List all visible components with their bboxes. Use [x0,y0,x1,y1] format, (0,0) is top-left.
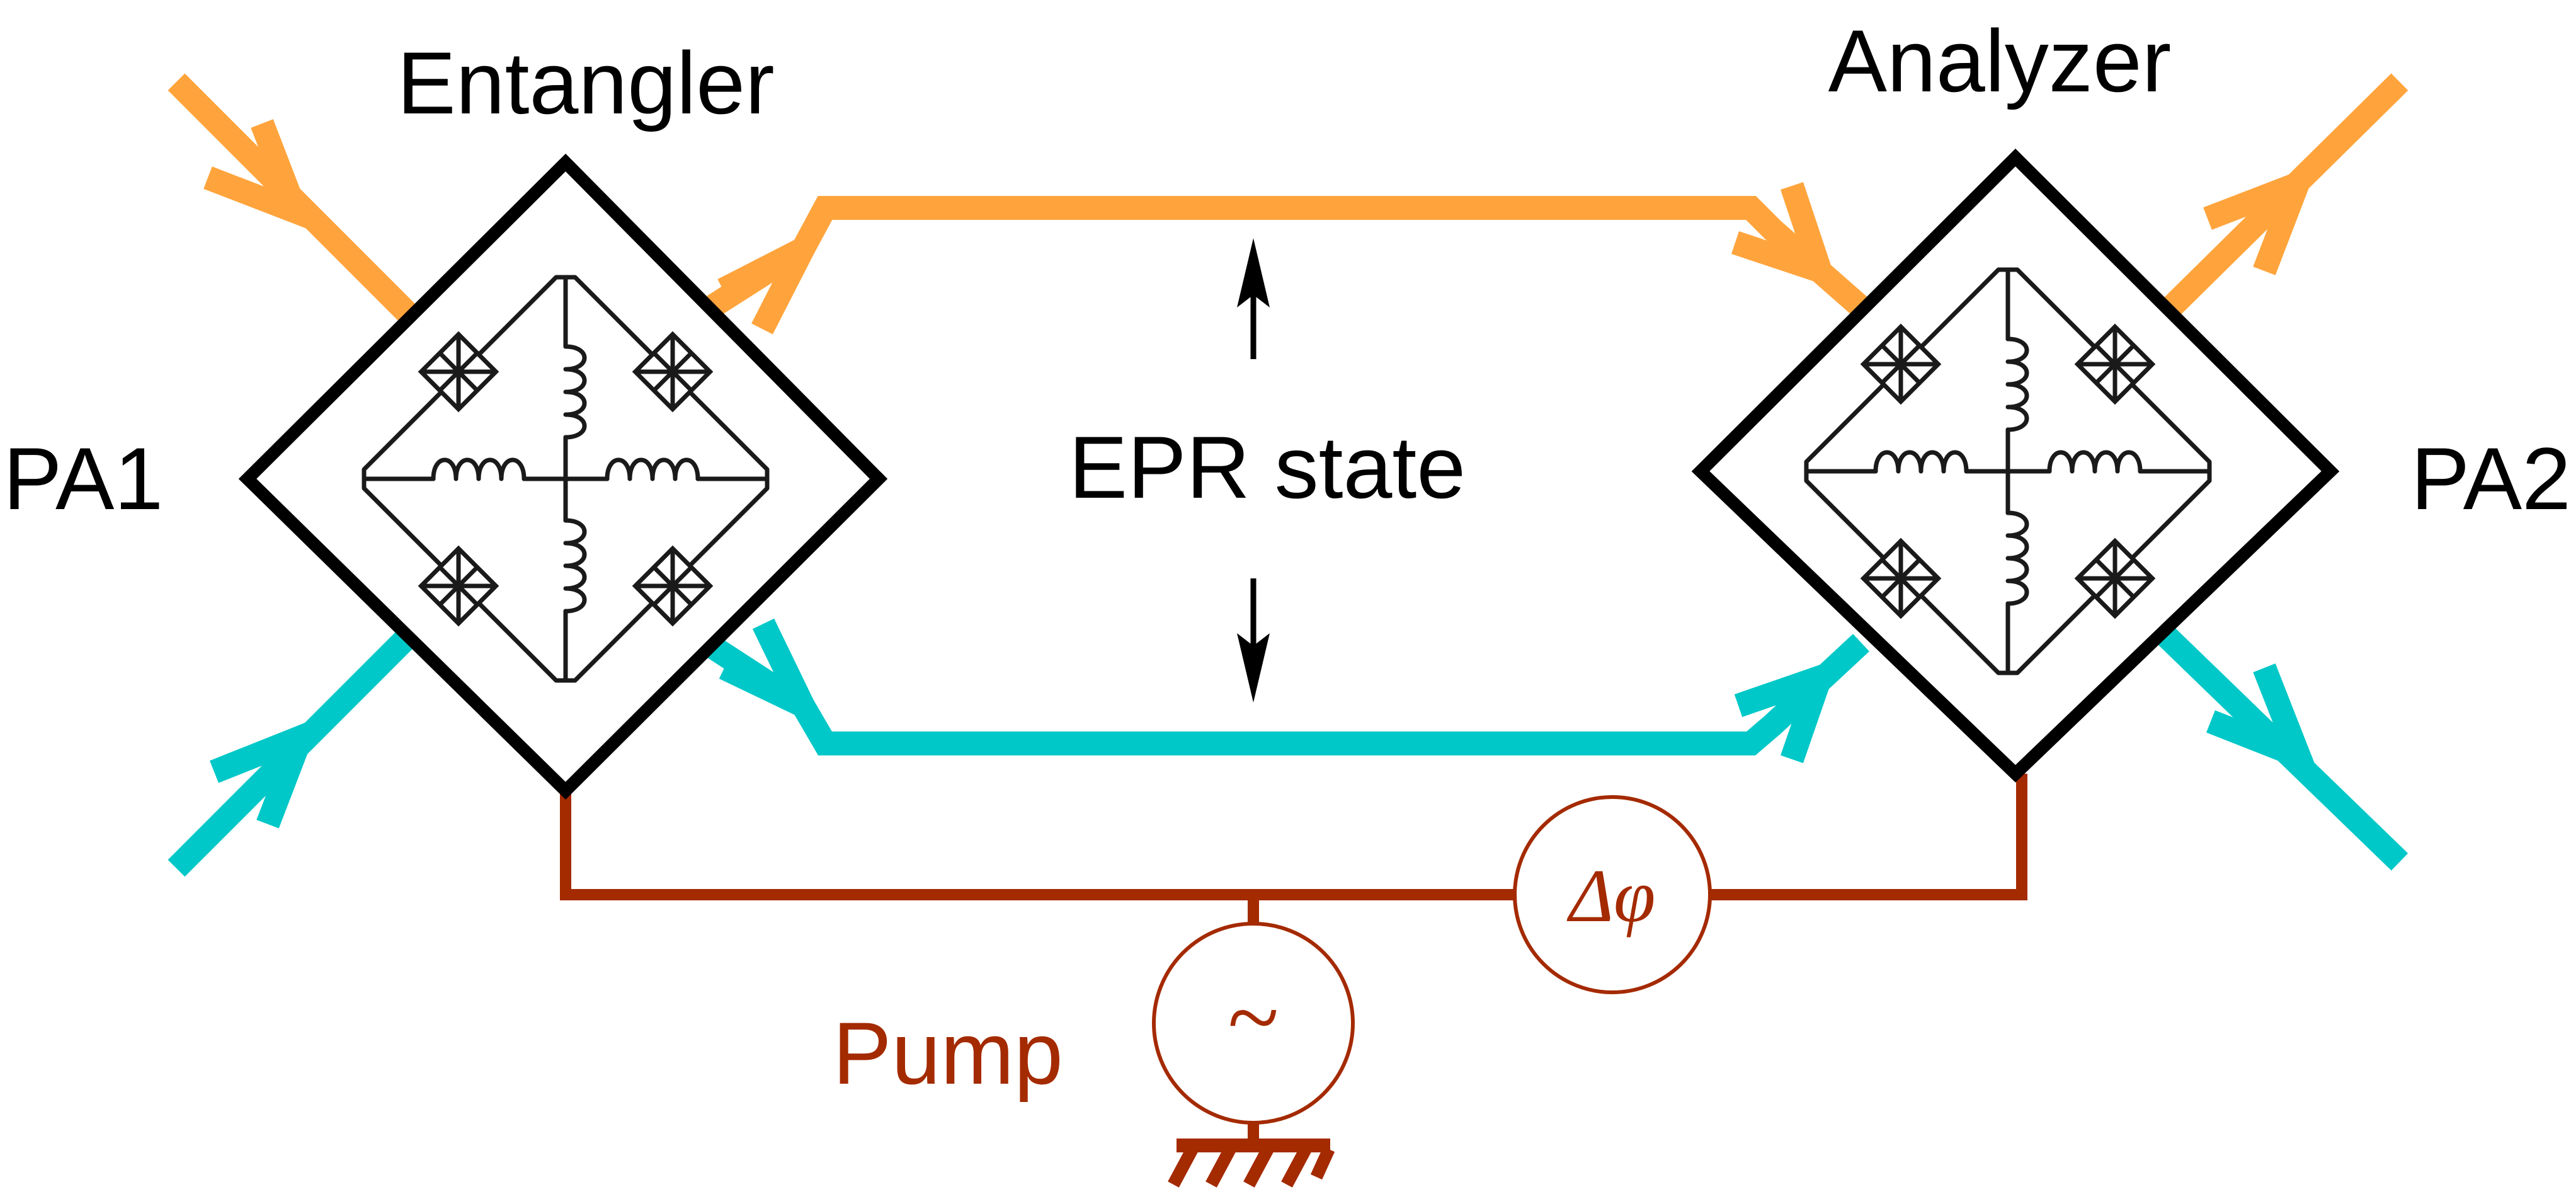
epr-state-label: EPR state [1069,418,1466,517]
epr-down-arrowhead [1237,633,1270,703]
idler-beam [168,618,2408,877]
analyzer-label: Analyzer [1828,11,2172,110]
pa2-label: PA2 [2411,429,2571,528]
pump-line [560,774,2027,900]
phase-shifter-icon: Δφ [1513,795,1712,994]
ac-source-icon: ~ [1152,922,1355,1125]
epr-arrows [1237,238,1270,703]
idler-output-arrowhead [2206,663,2320,777]
pump-label: Pump [833,1004,1063,1103]
phase-label: Δφ [1567,854,1656,938]
entangler-label: Entangler [397,33,774,132]
ac-source-symbol: ~ [1228,965,1279,1070]
idler-link [697,631,1869,755]
signal-input-arrowhead [203,119,317,233]
pa1-label: PA1 [3,429,163,528]
analyzer-outline [1691,148,2340,783]
analyzer-amplifier [1691,148,2340,783]
idler-link-arrowhead-right [1734,658,1840,764]
idler-link-arrowhead-left [719,618,829,731]
signal-link-arrowhead-right [1731,181,1840,290]
signal-link [697,196,1869,323]
pump-network [560,774,2027,1145]
entangler-amplifier [238,153,888,800]
epr-up-arrowhead [1237,238,1270,307]
signal-link-arrowhead-left [717,221,831,335]
ground-icon [1168,1139,1335,1188]
signal-output-arrowhead [2203,163,2319,275]
signal-beam [168,73,2408,335]
idler-input-arrowhead [209,716,322,829]
